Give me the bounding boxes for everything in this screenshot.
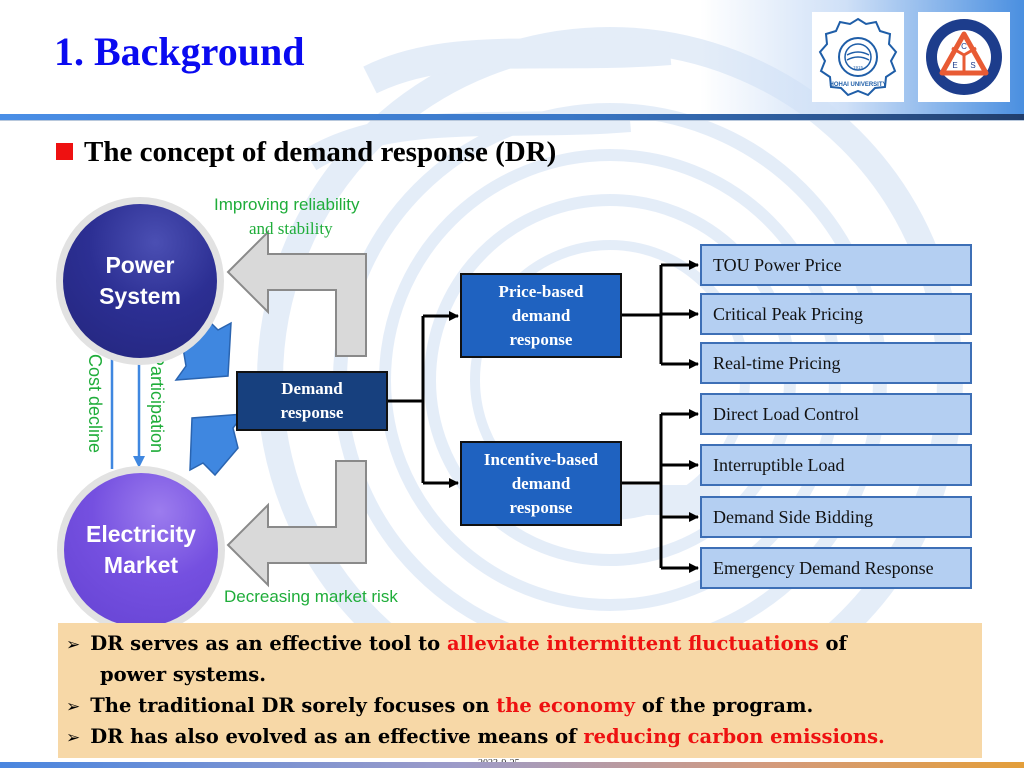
gray-arrow-to-power-system bbox=[226, 229, 367, 357]
demand-response-line2: response bbox=[280, 403, 344, 422]
svg-text:S: S bbox=[970, 61, 975, 70]
note-3-highlight: reducing carbon emissions. bbox=[583, 725, 885, 748]
power-system-label-line2: System bbox=[99, 283, 181, 309]
note-item-1: ➢ DR serves as an effective tool to allev… bbox=[66, 632, 847, 655]
note-3-text: DR has also evolved as an effective mean… bbox=[90, 725, 584, 748]
hohai-university-logo: HOHAI UNIVERSITY 1915 bbox=[812, 12, 904, 102]
incentive-based-line2: demand bbox=[511, 473, 571, 493]
price-based-line1: Price-based bbox=[498, 281, 584, 301]
leaf-tou-power-price: TOU Power Price bbox=[700, 244, 972, 286]
cost-decline-label: Cost decline bbox=[85, 354, 105, 454]
incentive-based-dr-box: Incentive-based demand response bbox=[460, 441, 622, 526]
electricity-market-label-line1: Electricity bbox=[86, 521, 196, 547]
note-1-text: DR serves as an effective tool to bbox=[90, 632, 447, 655]
blue-arrow-dr-to-market bbox=[189, 413, 246, 477]
ces-logo-icon: C E S bbox=[926, 19, 1002, 95]
arrowhead-bullet-icon: ➢ bbox=[66, 697, 81, 717]
leaf-direct-load-control: Direct Load Control bbox=[700, 393, 972, 435]
power-system-label-line1: Power bbox=[105, 252, 175, 278]
price-based-line3: response bbox=[509, 329, 573, 349]
electricity-market-label-line2: Market bbox=[103, 552, 179, 578]
square-bullet-icon bbox=[56, 143, 73, 160]
improving-reliability-label: Improving reliability bbox=[214, 195, 360, 214]
hohai-logo-icon: HOHAI UNIVERSITY 1915 bbox=[818, 17, 898, 97]
svg-text:E: E bbox=[952, 61, 957, 70]
leaf-interruptible-load: Interruptible Load bbox=[700, 444, 972, 486]
note-item-1-continuation: power systems. bbox=[100, 663, 266, 686]
participation-arrowhead bbox=[133, 456, 145, 468]
leaf-real-time-pricing: Real-time Pricing bbox=[700, 342, 972, 384]
slide-title: 1. Background bbox=[54, 29, 305, 74]
svg-text:1915: 1915 bbox=[853, 65, 864, 70]
leaf-demand-side-bidding: Demand Side Bidding bbox=[700, 496, 972, 538]
incentive-based-line1: Incentive-based bbox=[483, 449, 599, 469]
and-stability-label: and stability bbox=[249, 219, 333, 238]
gray-arrow-to-electricity-market bbox=[226, 460, 367, 588]
participation-label: Participation bbox=[147, 354, 167, 454]
arrowhead-bullet-icon: ➢ bbox=[66, 635, 81, 655]
svg-text:HOHAI UNIVERSITY: HOHAI UNIVERSITY bbox=[829, 82, 886, 88]
header-divider bbox=[0, 114, 1024, 120]
summary-notes-box bbox=[58, 623, 982, 758]
section-heading: The concept of demand response (DR) bbox=[84, 136, 557, 168]
note-1-highlight: alleviate intermittent fluctuations bbox=[446, 632, 819, 655]
note-2-text: The traditional DR sorely focuses on bbox=[90, 694, 497, 717]
note-2-text-end: of the program. bbox=[635, 694, 814, 717]
svg-text:C: C bbox=[961, 42, 967, 51]
note-item-3: ➢ DR has also evolved as an effective mea… bbox=[66, 725, 885, 748]
arrowhead-bullet-icon: ➢ bbox=[66, 728, 81, 748]
header-divider-shadow bbox=[0, 120, 1024, 121]
price-based-line2: demand bbox=[511, 305, 571, 325]
incentive-based-line3: response bbox=[509, 497, 573, 517]
demand-response-box: Demand response bbox=[236, 371, 388, 431]
note-item-2: ➢ The traditional DR sorely focuses on th… bbox=[66, 694, 813, 717]
note-1-text-end: of bbox=[818, 632, 847, 655]
demand-response-line1: Demand bbox=[281, 379, 343, 398]
leaf-emergency-demand-response: Emergency Demand Response bbox=[700, 547, 972, 589]
footer-gradient-bar bbox=[0, 762, 1024, 768]
decreasing-market-risk-label: Decreasing market risk bbox=[224, 587, 398, 606]
note-2-highlight: the economy bbox=[496, 694, 636, 717]
ces-society-logo: C E S bbox=[918, 12, 1010, 102]
leaf-critical-peak-pricing: Critical Peak Pricing bbox=[700, 293, 972, 335]
price-based-dr-box: Price-based demand response bbox=[460, 273, 622, 358]
